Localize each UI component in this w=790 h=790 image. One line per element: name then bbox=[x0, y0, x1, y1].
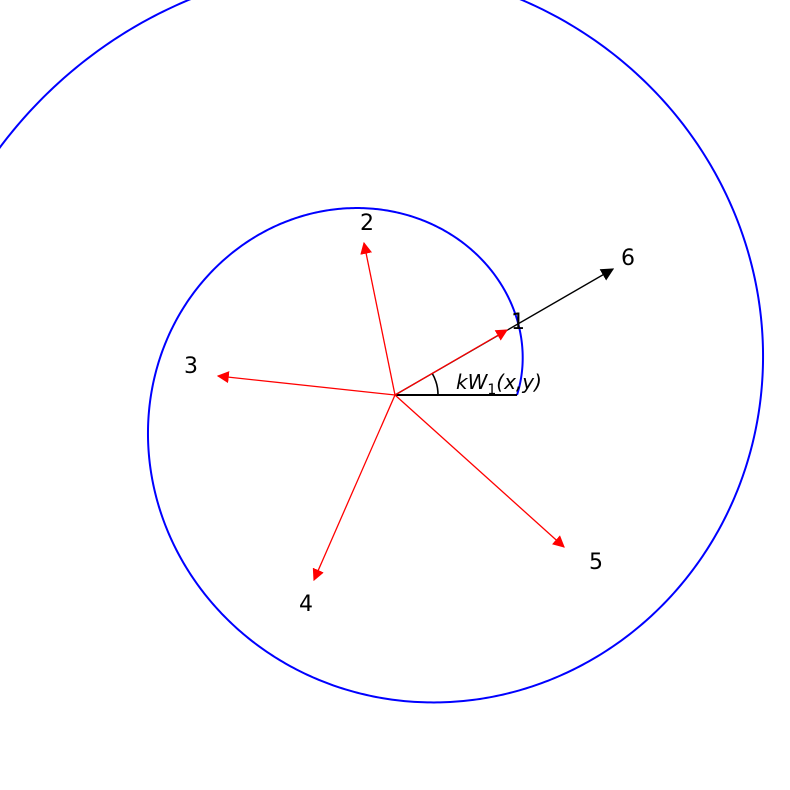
label-1: 1 bbox=[511, 310, 525, 335]
vector-4 bbox=[312, 394, 396, 582]
vector-3 bbox=[216, 371, 396, 396]
vector-5 bbox=[394, 394, 565, 548]
angle-arc bbox=[431, 372, 439, 396]
spiral-curve bbox=[0, 0, 765, 704]
angle-label: kW1(x,y) bbox=[456, 370, 542, 398]
angle-label-args: (x,y) bbox=[496, 370, 542, 394]
label-6: 6 bbox=[621, 246, 635, 271]
angle-label-w: W bbox=[468, 370, 489, 394]
label-4: 4 bbox=[299, 592, 313, 617]
label-5: 5 bbox=[589, 550, 603, 575]
label-3: 3 bbox=[184, 354, 198, 379]
vector-2 bbox=[360, 241, 396, 396]
label-2: 2 bbox=[360, 211, 374, 236]
angle-label-k: k bbox=[456, 370, 469, 394]
vector-1 bbox=[394, 329, 509, 396]
angle-label-subscript: 1 bbox=[487, 382, 496, 398]
